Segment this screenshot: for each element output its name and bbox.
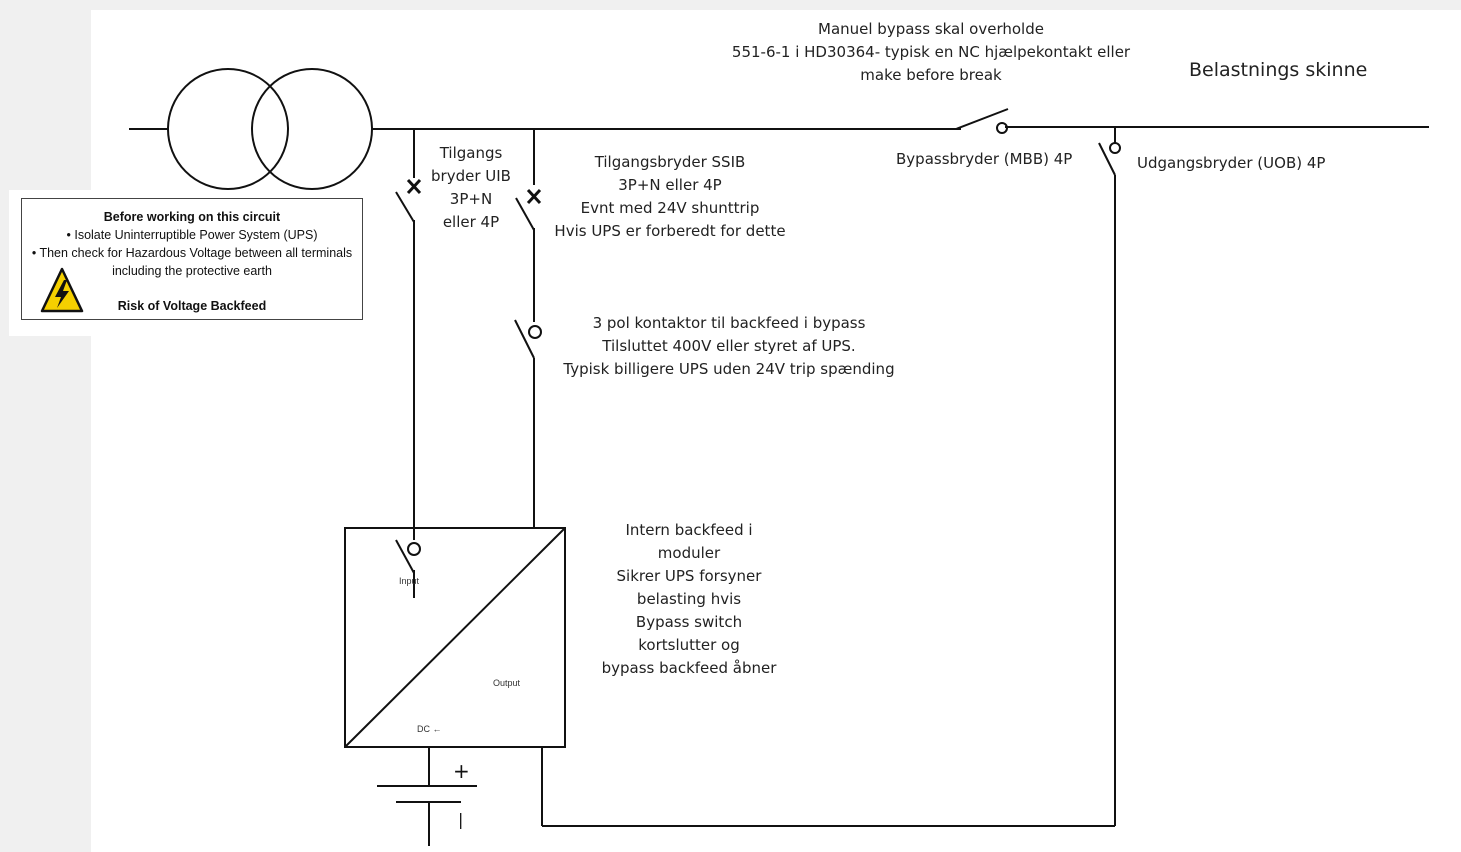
transformer-primary-coil bbox=[167, 68, 289, 190]
internal-label-line-4: belasting hvis bbox=[636, 590, 742, 608]
ups-input-label: Input bbox=[399, 576, 420, 586]
warning-label: Before working on this circuit • Isolate… bbox=[21, 198, 363, 320]
contactor-blade bbox=[514, 319, 535, 359]
ssib-label-line-1: Tilgangsbryder SSIB bbox=[594, 153, 746, 171]
internal-backfeed-label: Intern backfeed i moduler Sikrer UPS for… bbox=[589, 519, 789, 680]
uob-switch-blade bbox=[1098, 142, 1116, 176]
contactor-label: 3 pol kontaktor til backfeed i bypass Ti… bbox=[549, 312, 909, 381]
contactor-contact bbox=[528, 325, 542, 339]
warning-bullet-check: • Then check for Hazardous Voltage betwe… bbox=[31, 246, 353, 260]
uib-label-line-2: bryder UIB bbox=[431, 167, 511, 185]
single-line-diagram bbox=[129, 68, 1429, 846]
uob-label: Udgangsbryder (UOB) 4P bbox=[1137, 154, 1326, 172]
contactor-label-line-2: Tilsluttet 400V eller styret af UPS. bbox=[602, 337, 856, 355]
ups-box bbox=[344, 527, 566, 748]
uib-label-line-3: 3P+N bbox=[449, 190, 493, 208]
internal-label-line-7: bypass backfeed åbner bbox=[601, 659, 777, 677]
battery-minus-sign: | bbox=[458, 810, 464, 829]
ups-dc-label: DC ← bbox=[417, 724, 442, 734]
warning-title: Before working on this circuit bbox=[103, 210, 281, 224]
load-bus-label: Belastnings skinne bbox=[1189, 59, 1368, 81]
internal-label-line-6: kortslutter og bbox=[638, 636, 740, 654]
contactor-label-line-1: 3 pol kontaktor til backfeed i bypass bbox=[592, 314, 866, 332]
bypass-requirement-note: Manuel bypass skal overholde 551-6-1 i H… bbox=[711, 18, 1151, 87]
ssib-label-line-3: Evnt med 24V shunttrip bbox=[580, 199, 760, 217]
uib-x-mark-b bbox=[406, 178, 422, 195]
uob-contact bbox=[1109, 142, 1121, 154]
battery-plus-sign: + bbox=[453, 759, 470, 783]
internal-label-line-1: Intern backfeed i bbox=[625, 521, 753, 539]
mbb-switch-blade bbox=[955, 108, 1009, 130]
ups-box-diagonal bbox=[344, 527, 566, 748]
ssib-label-line-4: Hvis UPS er forberedt for dette bbox=[554, 222, 786, 240]
mbb-label: Bypassbryder (MBB) 4P bbox=[896, 150, 1073, 168]
bypass-note-line-3: make before break bbox=[860, 66, 1002, 84]
warning-bullet-check-cont: including the protective earth bbox=[112, 264, 272, 278]
ssib-label: Tilgangsbryder SSIB 3P+N eller 4P Evnt m… bbox=[539, 151, 801, 243]
transformer-secondary-coil bbox=[251, 68, 373, 190]
ups-input-blade bbox=[395, 539, 415, 574]
ssib-switch-blade bbox=[515, 197, 535, 231]
uib-switch-blade bbox=[395, 191, 415, 223]
uib-label: Tilgangs bryder UIB 3P+N eller 4P bbox=[419, 142, 523, 234]
warning-bullet-isolate: • Isolate Uninterruptible Power System (… bbox=[66, 228, 318, 242]
warning-risk-text: Risk of Voltage Backfeed bbox=[117, 299, 267, 313]
internal-label-line-2: moduler bbox=[657, 544, 721, 562]
diagram-page: Manuel bypass skal overholde 551-6-1 i H… bbox=[91, 10, 1461, 852]
uib-label-line-1: Tilgangs bbox=[439, 144, 503, 162]
high-voltage-warning-icon bbox=[40, 267, 84, 313]
uib-label-line-4: eller 4P bbox=[442, 213, 500, 231]
internal-label-line-5: Bypass switch bbox=[635, 613, 743, 631]
internal-label-line-3: Sikrer UPS forsyner bbox=[616, 567, 762, 585]
ups-input-contact bbox=[407, 542, 421, 556]
bypass-note-line-1: Manuel bypass skal overholde bbox=[818, 20, 1044, 38]
contactor-label-line-3: Typisk billigere UPS uden 24V trip spænd… bbox=[563, 360, 895, 378]
ssib-label-line-2: 3P+N eller 4P bbox=[618, 176, 722, 194]
ups-output-label: Output bbox=[493, 678, 521, 688]
ssib-x-mark-b bbox=[526, 188, 542, 205]
bypass-note-line-2: 551-6-1 i HD30364- typisk en NC hjælpeko… bbox=[731, 43, 1131, 61]
